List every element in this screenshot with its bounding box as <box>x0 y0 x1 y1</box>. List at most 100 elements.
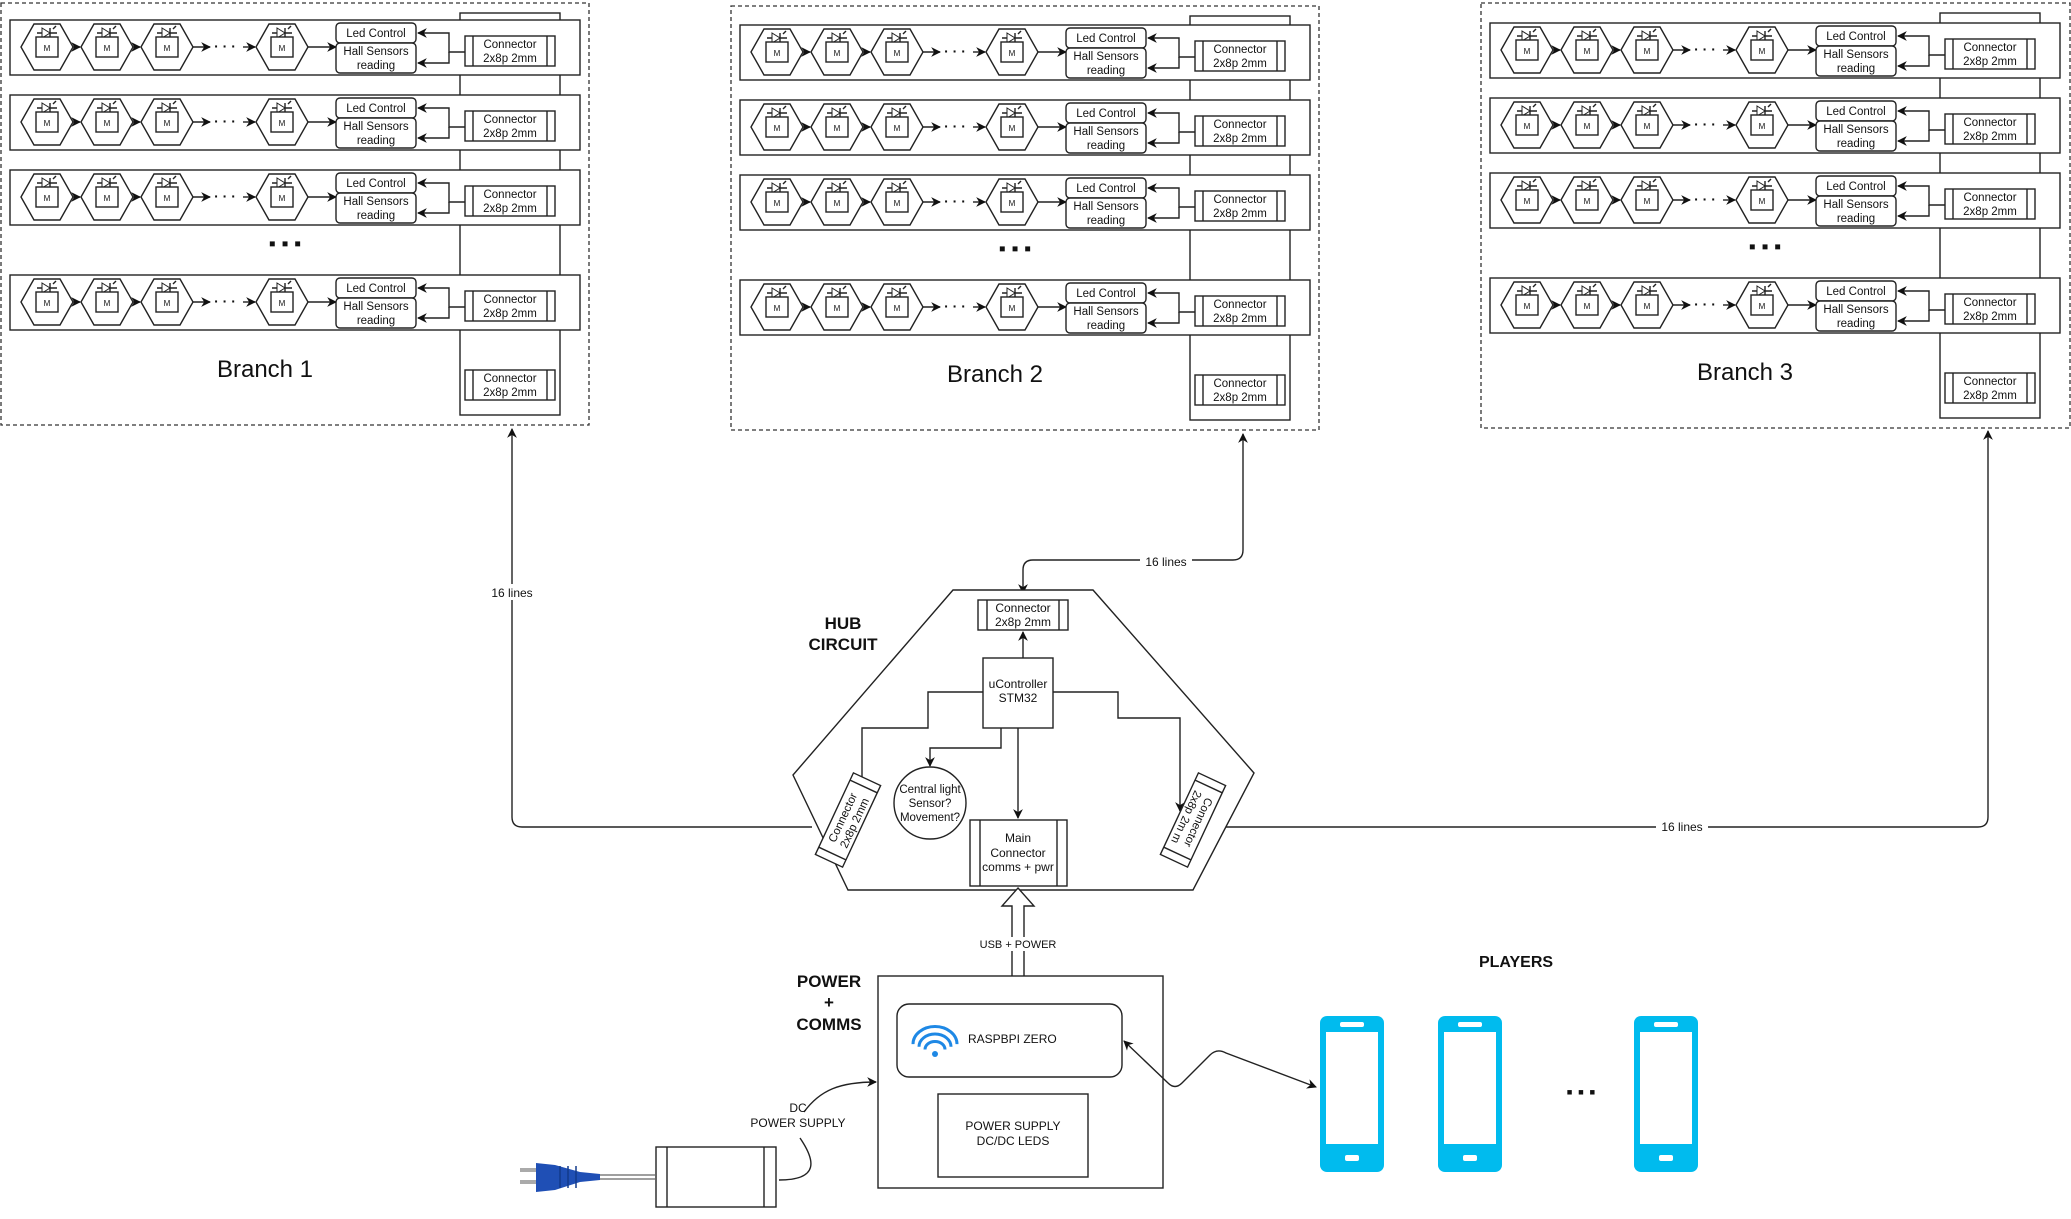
smartphone-icon[interactable] <box>1634 1016 1698 1172</box>
hall-sensors-box[interactable] <box>335 297 417 329</box>
led-motor-node[interactable]: M <box>80 98 134 146</box>
led-motor-node[interactable]: M <box>810 28 864 76</box>
hall-sensors-box[interactable] <box>1065 47 1147 79</box>
led-motor-node[interactable]: M <box>750 283 804 331</box>
hall-sensors-box[interactable] <box>1065 302 1147 334</box>
hall-sensors-box[interactable] <box>1815 120 1897 152</box>
led-motor-node[interactable]: M <box>1735 176 1789 224</box>
motor-label: M <box>164 194 171 203</box>
dc-power-supply[interactable]: DC POWER SUPPLY <box>600 1077 877 1208</box>
led-motor-node[interactable]: M <box>1620 176 1674 224</box>
led-motor-node[interactable]: M <box>810 103 864 151</box>
led-motor-node[interactable]: M <box>1735 26 1789 74</box>
hall-sensors-box[interactable] <box>335 42 417 74</box>
hall-sensors-box[interactable] <box>1065 197 1147 229</box>
led-motor-node[interactable]: M <box>255 23 309 71</box>
wireless-link[interactable] <box>1123 1040 1317 1089</box>
motor-label: M <box>104 194 111 203</box>
led-motor-node[interactable]: M <box>870 283 924 331</box>
smartphone-icon[interactable] <box>1320 1016 1384 1172</box>
motor-icon <box>825 296 849 318</box>
hall-sensors-box[interactable] <box>1815 45 1897 77</box>
hall-sensors-box[interactable] <box>1815 300 1897 332</box>
led-motor-node[interactable]: M <box>1620 101 1674 149</box>
hall-sensors-label: Hall Sensors <box>1823 199 1888 211</box>
led-motor-node[interactable]: M <box>1735 101 1789 149</box>
led-diode-icon <box>1637 178 1657 192</box>
link-branch3[interactable]: 16 lines <box>1209 430 1993 834</box>
link-branch1[interactable]: 16 lines <box>486 428 812 828</box>
link-branch2[interactable]: 16 lines <box>1018 433 1248 594</box>
led-motor-node[interactable]: M <box>1500 176 1554 224</box>
led-motor-node[interactable]: M <box>20 173 74 221</box>
usb-power-link[interactable]: USB + POWER <box>980 886 1058 1004</box>
led-diode-icon <box>1637 28 1657 42</box>
led-motor-node[interactable]: M <box>985 178 1039 226</box>
motor-icon <box>35 36 59 58</box>
led-motor-node[interactable]: M <box>20 23 74 71</box>
led-motor-node[interactable]: M <box>255 173 309 221</box>
led-motor-node[interactable]: M <box>810 283 864 331</box>
led-motor-node[interactable]: M <box>985 28 1039 76</box>
hall-sensors-box[interactable] <box>335 192 417 224</box>
led-motor-node[interactable]: M <box>1500 281 1554 329</box>
led-motor-node[interactable]: M <box>80 173 134 221</box>
led-motor-node[interactable]: M <box>1560 176 1614 224</box>
ucontroller-stm32[interactable]: uController STM32 <box>982 657 1054 729</box>
led-motor-node[interactable]: M <box>80 278 134 326</box>
led-motor-node[interactable]: M <box>255 278 309 326</box>
hall-sensors-box[interactable] <box>1815 195 1897 227</box>
led-motor-node[interactable]: M <box>1500 101 1554 149</box>
central-light-sensor[interactable]: Central light Sensor? Movement? <box>893 766 967 840</box>
branch-label: Branch 2 <box>947 361 1043 388</box>
hub-top-connector[interactable]: Connector 2x8p 2mm <box>977 599 1069 631</box>
hall-sensors-box[interactable] <box>335 117 417 149</box>
led-motor-node[interactable]: M <box>985 283 1039 331</box>
led-motor-node[interactable]: M <box>20 98 74 146</box>
led-motor-node[interactable]: M <box>750 103 804 151</box>
led-motor-node[interactable]: M <box>1560 281 1614 329</box>
motor-icon <box>1750 294 1774 316</box>
sensor-line3: Movement? <box>900 812 960 824</box>
led-motor-node[interactable]: M <box>140 23 194 71</box>
motor-icon <box>765 41 789 63</box>
hall-sensors-box[interactable] <box>1065 122 1147 154</box>
led-motor-node[interactable]: M <box>20 278 74 326</box>
raspberry-pi-zero[interactable]: RASPBPI ZERO <box>896 1003 1123 1078</box>
psu-dcdc-leds[interactable]: POWER SUPPLY DC/DC LEDS <box>937 1093 1089 1178</box>
main-connector[interactable]: Main Connector comms + pwr <box>969 819 1068 887</box>
led-motor-node[interactable]: M <box>1735 281 1789 329</box>
motor-icon <box>825 191 849 213</box>
smartphone-icon[interactable] <box>1438 1016 1502 1172</box>
led-motor-node[interactable]: M <box>1500 26 1554 74</box>
hall-sensors-label: Hall Sensors <box>1823 124 1888 136</box>
led-diode-icon <box>1577 178 1597 192</box>
